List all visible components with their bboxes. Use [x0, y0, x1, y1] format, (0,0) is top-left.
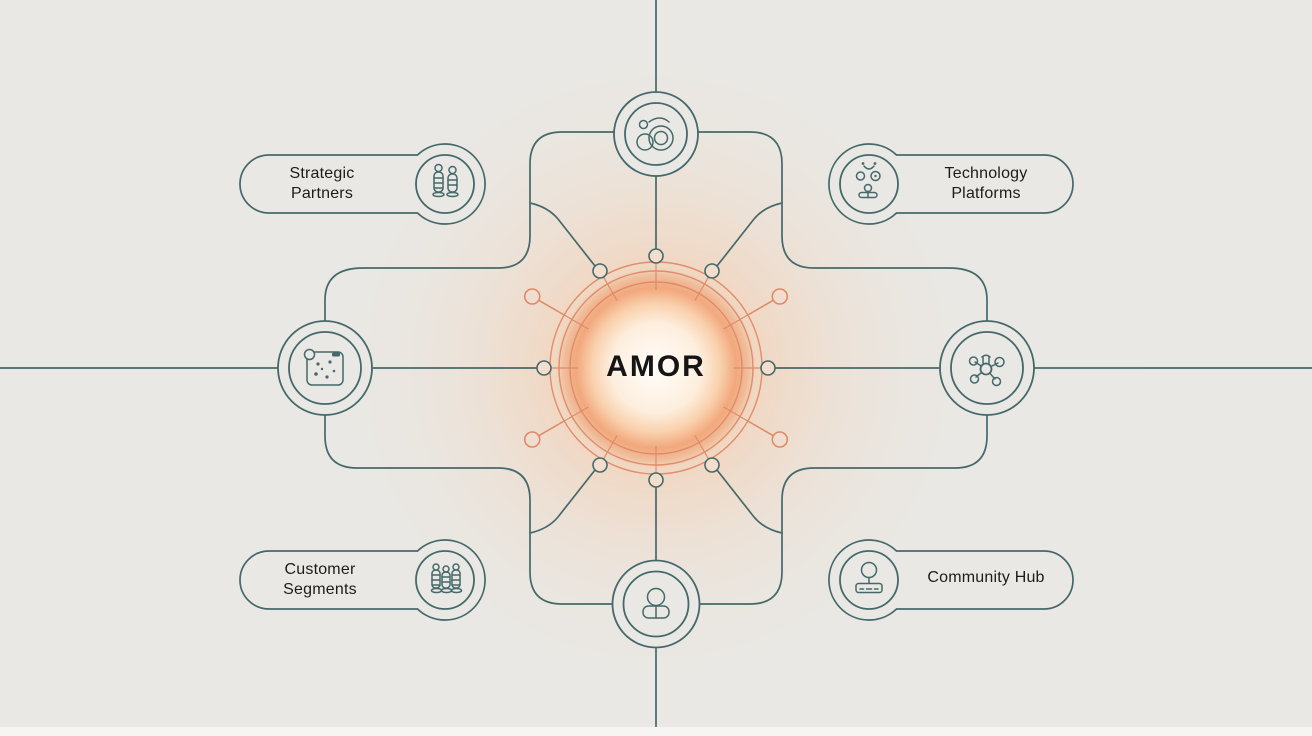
- orb-node-left: [277, 320, 373, 416]
- technology-platforms-label: Technology Platforms: [944, 165, 1028, 202]
- customer-segments-label: Customer Segments: [283, 561, 357, 598]
- pillars-pair-icon: [432, 163, 459, 198]
- org-network-icon: [855, 162, 881, 199]
- person-icon: [642, 587, 670, 619]
- pill-customer-segments: [239, 539, 486, 621]
- community-hub-label: Community Hub: [927, 569, 1045, 586]
- hub-radial-lines: [550, 262, 762, 474]
- strategic-partners-label: Strategic Partners: [289, 165, 355, 202]
- orb-node-top: [613, 91, 699, 177]
- pill-community-hub: [828, 539, 1074, 621]
- snail-icon: [636, 117, 674, 151]
- hub-teal-terminals: [536, 248, 776, 488]
- canvas-dots-icon: [303, 348, 344, 386]
- orb-node-bottom: [611, 559, 701, 649]
- pill-technology-platforms: [828, 143, 1074, 225]
- person-stamp-icon: [855, 561, 883, 594]
- hub-orange-spokes: [523, 288, 789, 448]
- pillars-trio-icon: [430, 563, 463, 594]
- center-hub-label: AMOR: [606, 350, 706, 383]
- pill-strategic-partners: [239, 143, 486, 225]
- bottom-edge-strip: [0, 727, 1312, 736]
- molecule-icon: [968, 354, 1005, 387]
- hub-core-glow: [556, 268, 756, 468]
- orb-node-right: [939, 320, 1035, 416]
